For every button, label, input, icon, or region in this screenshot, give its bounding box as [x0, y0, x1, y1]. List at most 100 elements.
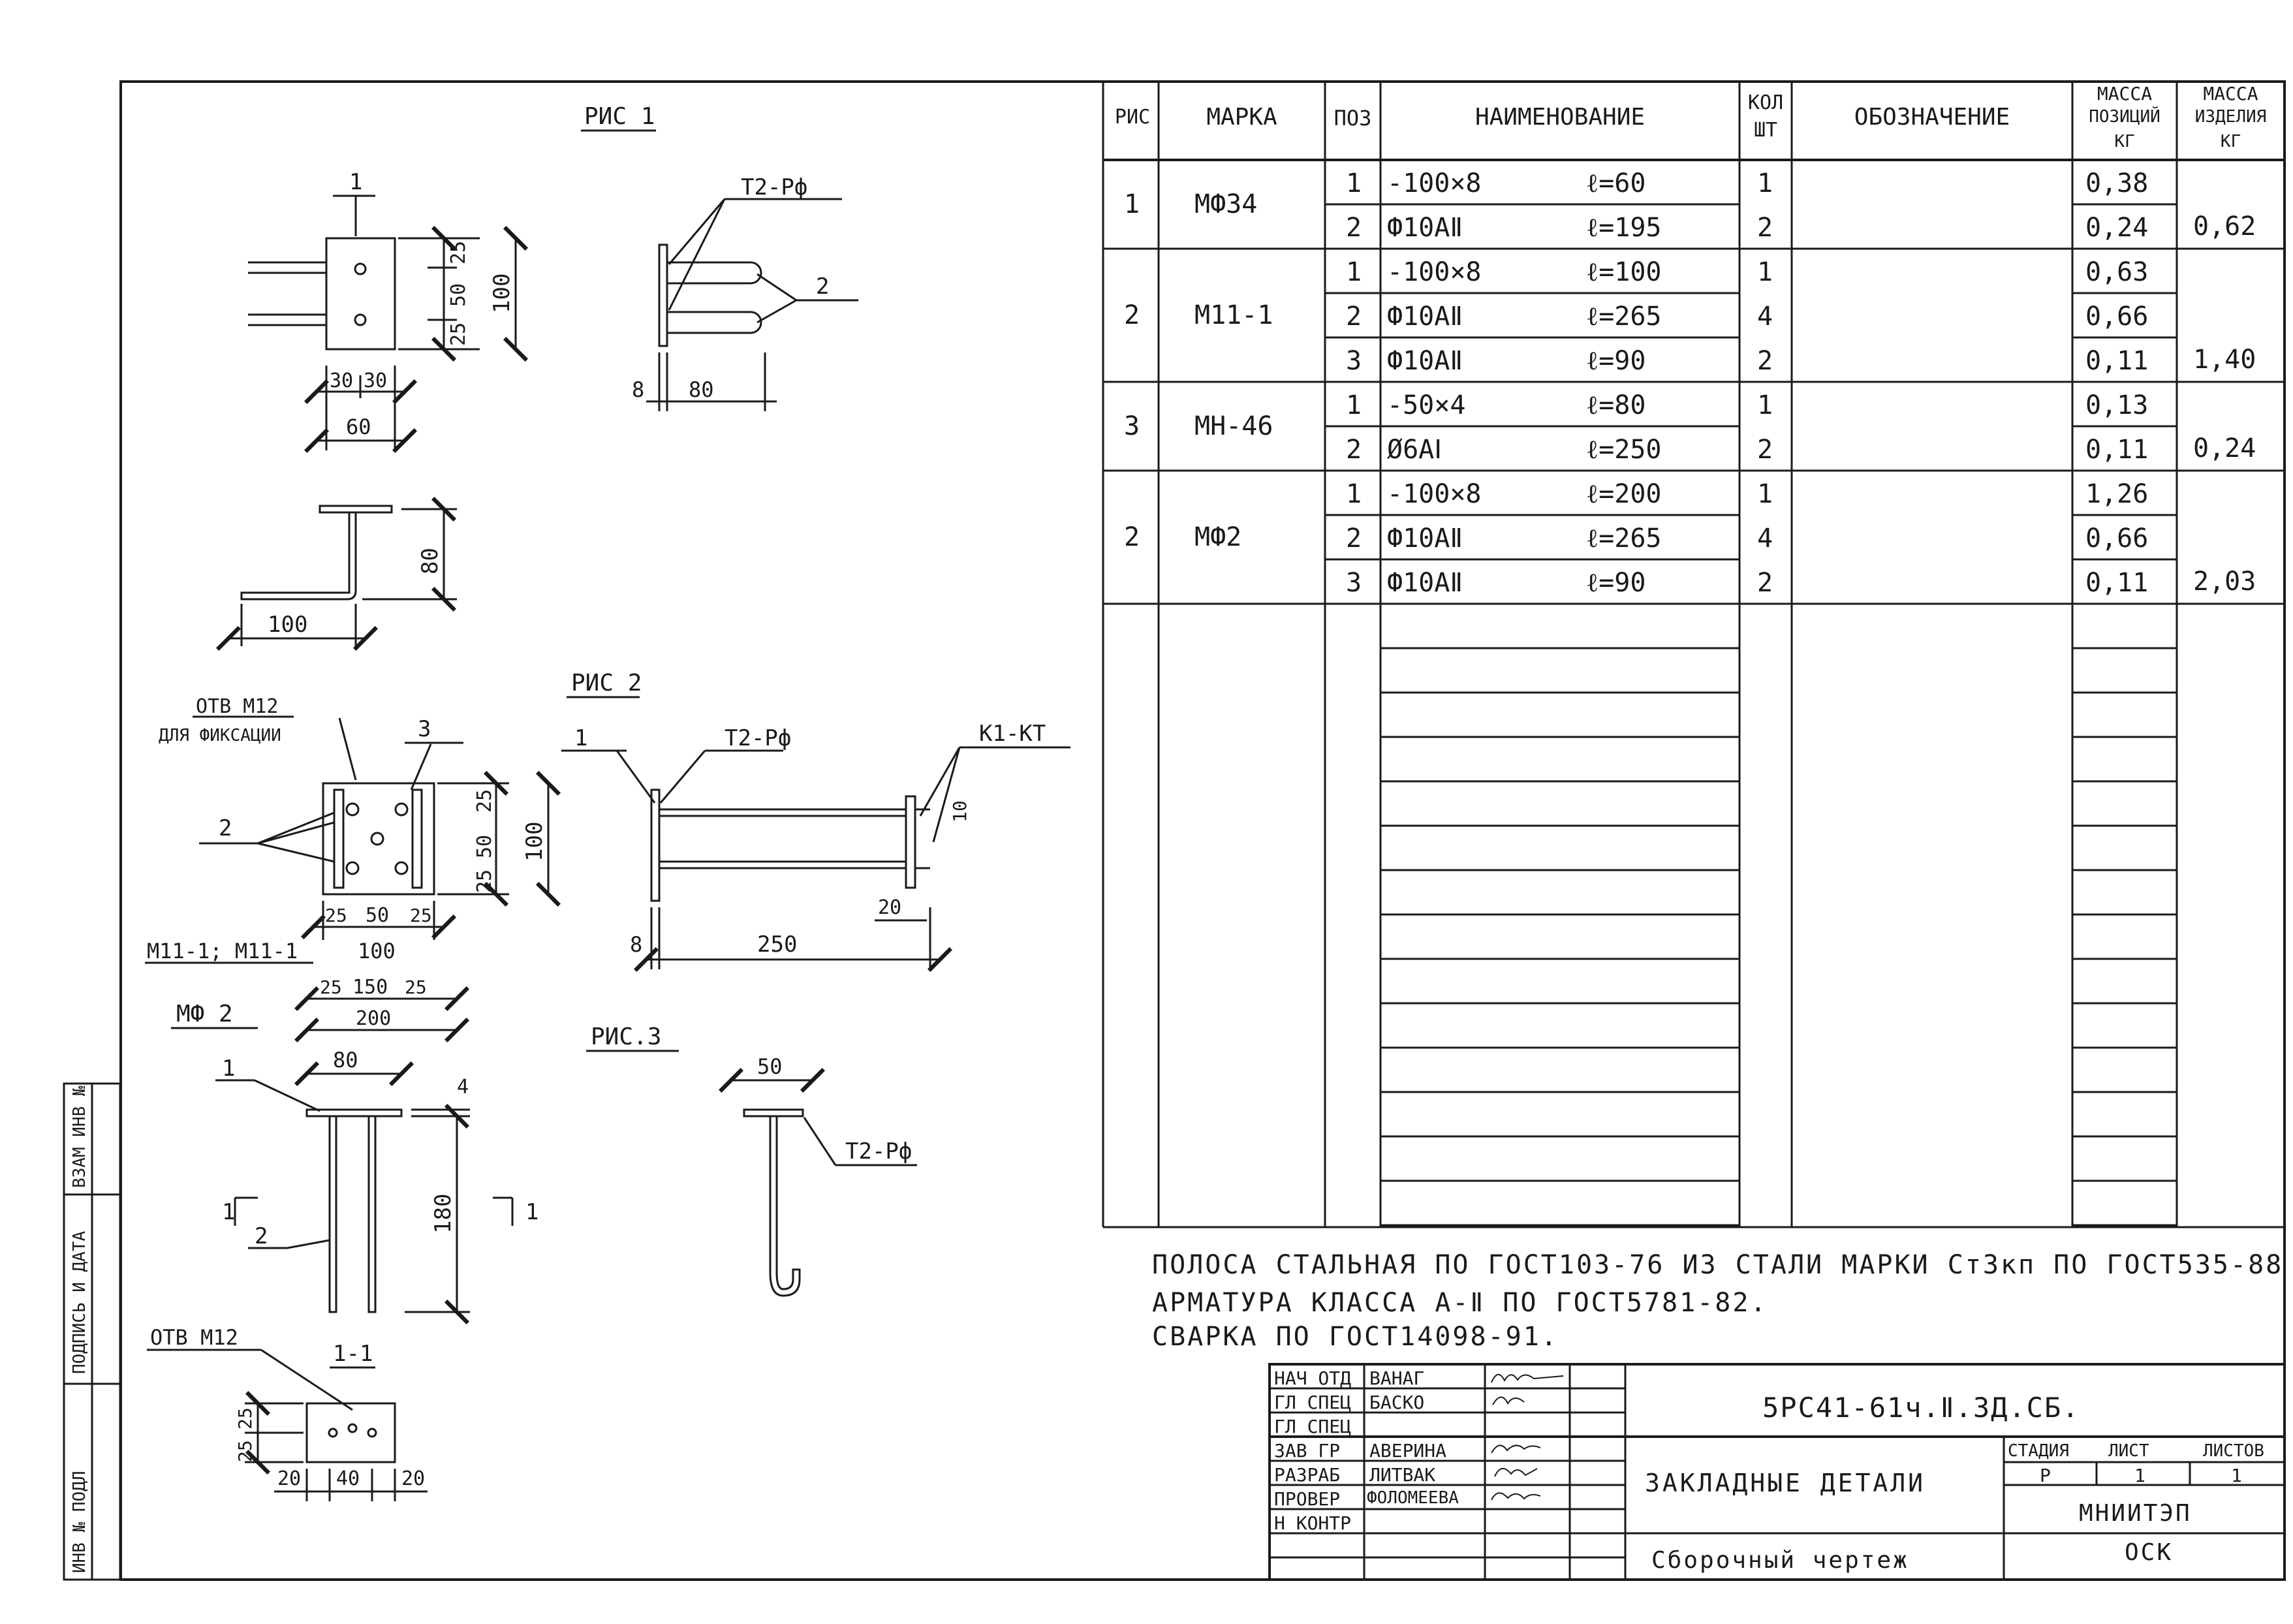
row-mass: 0,11	[2085, 346, 2149, 376]
dim-80-b: 80	[417, 548, 443, 574]
sheet-frame	[119, 80, 2286, 1581]
tb-name-2: БАСКО	[1369, 1392, 1425, 1413]
t2rf-label-3: Т2-Рф	[845, 1138, 912, 1164]
ris1-label: РИС 1	[584, 103, 655, 130]
dim-8: 8	[632, 377, 644, 402]
tb-stage: Р	[2040, 1465, 2051, 1486]
row-name: Ф10АⅡ	[1387, 302, 1463, 332]
tb-signatures	[1491, 1373, 1564, 1501]
row-qty: 2	[1757, 435, 1773, 465]
hdr-mizd-1: МАССА	[2203, 83, 2258, 104]
hdr-kol-2: ШТ	[1753, 119, 1778, 142]
dim-2: 2	[816, 273, 829, 300]
note-3: СВАРКА ПО ГОСТ14098-91.	[1152, 1322, 1559, 1352]
dim-50-2b: 50	[366, 904, 389, 927]
dim-1: 1	[349, 169, 362, 195]
dim-25-top: 25	[447, 241, 470, 264]
hdr-kol-1: КОЛ	[1747, 91, 1784, 114]
section-1-1: 1-1	[333, 1341, 373, 1367]
row-poz: 2	[1346, 213, 1362, 243]
dim-25-2d: 25	[410, 905, 432, 926]
group-2-ris: 2	[1124, 300, 1140, 330]
note-1: ПОЛОСА СТАЛЬНАЯ ПО ГОСТ103-76 ИЗ СТАЛИ М…	[1152, 1250, 2284, 1280]
row-name: -50×4	[1387, 390, 1466, 420]
dim-8-b: 8	[630, 932, 642, 957]
group-2-marka: М11-1	[1194, 300, 1273, 330]
dlya-fiks: ДЛЯ ФИКСАЦИИ	[159, 726, 281, 745]
tb-name-5: ЛИТВАК	[1369, 1464, 1436, 1486]
dim-25-2c: 25	[325, 905, 347, 926]
hdr-ris: РИС	[1114, 106, 1151, 129]
k1kt-label: К1-КТ	[979, 721, 1046, 747]
row-len: ℓ=90	[1586, 568, 1646, 598]
hdr-naim: НАИМЕНОВАНИЕ	[1474, 104, 1646, 131]
tb-name-4: АВЕРИНА	[1369, 1440, 1447, 1461]
row-name: -100×8	[1387, 257, 1482, 287]
dim-60: 60	[346, 414, 371, 439]
dim-50: 50	[447, 283, 470, 307]
group-3-mass: 0,24	[2193, 433, 2256, 463]
row-len: ℓ=200	[1586, 479, 1662, 509]
group-1-marka: МФ34	[1194, 189, 1258, 219]
dim-1-c: 1	[222, 1055, 235, 1082]
row-poz: 3	[1346, 346, 1362, 376]
side-stamp-vzam: ВЗАМ ИНВ №	[70, 1085, 89, 1188]
dim-100-2b: 100	[358, 939, 396, 963]
row-mass: 0,63	[2085, 257, 2149, 287]
row-mass: 0,24	[2085, 213, 2149, 243]
row-len: ℓ=80	[1586, 390, 1646, 420]
dim-25-s2: 25	[234, 1440, 256, 1462]
tb-name-6: ФОЛОМЕЕВА	[1367, 1488, 1459, 1508]
tb-sheet: 1	[2134, 1465, 2145, 1486]
figure-mf2: МФ 2 80 1 4 180 1 1 2 ОТВ М12 1-1	[147, 1001, 538, 1501]
row-name: -100×8	[1387, 479, 1482, 509]
dim-100-2: 100	[522, 822, 548, 862]
row-mass: 0,66	[2085, 302, 2149, 332]
t2rf-label-1: Т2-Рф	[741, 174, 807, 200]
hdr-mpoz-1: МАССА	[2097, 83, 2153, 104]
row-mass: 0,11	[2085, 568, 2149, 598]
t2rf-label-2: Т2-Рф	[725, 725, 791, 751]
group-3-ris: 3	[1124, 411, 1140, 441]
row-qty: 2	[1757, 568, 1773, 598]
row-qty: 4	[1757, 302, 1773, 332]
tb-role-2: ГЛ СПЕЦ	[1274, 1392, 1352, 1413]
row-len: ℓ=265	[1586, 302, 1662, 332]
dim-25-s1: 25	[234, 1407, 256, 1429]
dim-10: 10	[949, 800, 971, 822]
tb-role-1: НАЧ ОТД	[1274, 1367, 1352, 1389]
row-poz: 1	[1346, 390, 1362, 420]
row-len: ℓ=60	[1586, 168, 1646, 198]
dim-150: 150	[352, 976, 388, 999]
hdr-mizd-2: ИЗДЕЛИЯ	[2194, 107, 2267, 127]
dim-40: 40	[336, 1467, 360, 1490]
row-qty: 1	[1757, 168, 1773, 198]
row-poz: 3	[1346, 568, 1362, 598]
row-name: Ø6АⅠ	[1387, 435, 1443, 465]
tb-role-3: ГЛ СПЕЦ	[1274, 1416, 1352, 1437]
tb-role-5: РАЗРАБ	[1274, 1464, 1341, 1486]
row-mass: 0,38	[2085, 168, 2149, 198]
tb-code: 5РС41-61ч.Ⅱ.3Д.СБ.	[1762, 1392, 2080, 1424]
row-poz: 1	[1346, 257, 1362, 287]
row-qty: 1	[1757, 390, 1773, 420]
dim-250: 250	[757, 931, 797, 958]
row-qty: 2	[1757, 213, 1773, 243]
row-poz: 2	[1346, 435, 1362, 465]
ris2-label: РИС 2	[571, 670, 642, 696]
dim-4: 4	[457, 1076, 469, 1099]
group-4-marka: МФ2	[1194, 522, 1242, 552]
row-name: -100×8	[1387, 168, 1482, 198]
row-mass: 0,13	[2085, 390, 2149, 420]
row-poz: 1	[1346, 168, 1362, 198]
tb-org-2: ОСК	[2125, 1539, 2174, 1566]
sec-mark-left: 1	[222, 1199, 235, 1225]
dim-20-s2: 20	[401, 1467, 425, 1490]
tb-role-4: ЗАВ ГР	[1274, 1440, 1341, 1461]
dim-2-c: 2	[255, 1223, 268, 1249]
ris3-label: РИС.3	[591, 1023, 661, 1050]
sec-mark-right: 1	[525, 1199, 538, 1225]
dim-20: 20	[878, 896, 901, 919]
group-1-ris: 1	[1124, 189, 1140, 219]
tb-subtitle: Сборочный чертеж	[1651, 1547, 1909, 1574]
